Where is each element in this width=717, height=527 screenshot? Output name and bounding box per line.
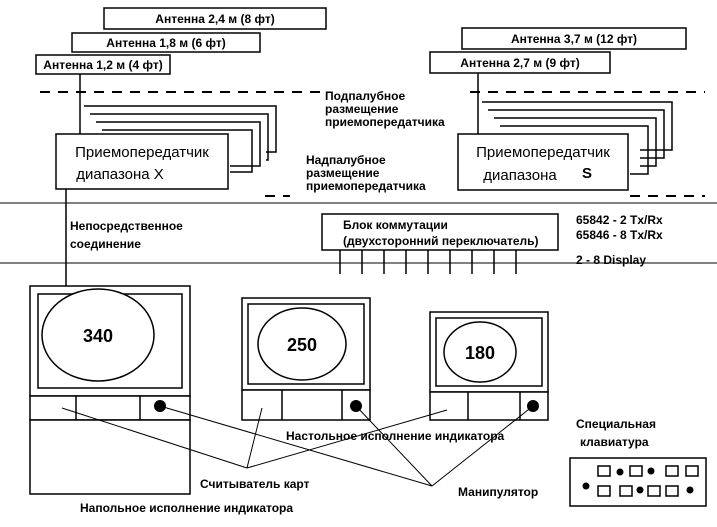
display-340-screen — [41, 288, 155, 382]
antenna-box-1-2m — [35, 54, 171, 75]
svg-text:размещение: размещение — [325, 102, 399, 116]
direct-connection-label-1: Непосредственное — [70, 219, 183, 233]
antennas-s-group: Антенна 3,7 м (12 фт) Антенна 2,7 м (9 ф… — [429, 27, 687, 134]
dashed-lines — [40, 91, 705, 197]
keyboard-frame — [569, 457, 707, 507]
switch-spec-2: 65846 - 8 Tx/Rx — [576, 228, 663, 242]
display-180-screen — [443, 321, 517, 383]
transceiver-s-letter: S — [582, 165, 592, 182]
transceiver-x-box — [55, 133, 229, 190]
special-keyboard-label-1: Специальная — [576, 417, 656, 431]
antenna-label-3-7m: Антенна 3,7 м (12 фт) — [511, 32, 637, 46]
svg-text:размещение: размещение — [306, 166, 380, 180]
transceiver-s-box — [457, 133, 629, 191]
switch-spec-3: 2 - 8 Display — [576, 253, 646, 267]
switch-ports — [339, 250, 517, 274]
display-250-screen — [257, 307, 347, 381]
transceiver-s-title: Приемопередатчик — [476, 144, 610, 161]
antenna-box-1-8m — [71, 32, 261, 53]
leader-lines — [61, 405, 534, 487]
direct-connection-label-2: соединение — [70, 237, 141, 251]
antenna-label-1-2m: Антенна 1,2 м (4 фт) — [43, 58, 162, 72]
antennas-x-group: Антенна 2,4 м (8 фт) Антенна 1,8 м (6 фт… — [35, 7, 327, 134]
transceiver-s-band: диапазона — [483, 167, 557, 184]
antenna-label-2-4m: Антенна 2,4 м (8 фт) — [155, 12, 274, 26]
manipulator-label: Манипулятор — [458, 485, 538, 499]
display-340-size: 340 — [83, 326, 113, 346]
svg-text:приемопередатчика: приемопередатчика — [306, 179, 426, 193]
display-340: 340 — [29, 285, 191, 495]
transceiver-x-title: Приемопередатчик — [75, 144, 209, 161]
tabletop-label: Настольное исполнение индикатора — [286, 429, 505, 443]
switch-unit-box — [321, 213, 559, 251]
antenna-label-1-8m: Антенна 1,8 м (6 фт) — [106, 36, 225, 50]
svg-text:Надпалубное: Надпалубное — [306, 153, 386, 167]
cable-lines-x — [84, 105, 277, 173]
transceiver-x-band: диапазона X — [76, 166, 164, 183]
switch-spec-1: 65842 - 2 Tx/Rx — [576, 213, 663, 227]
deck-lines — [0, 202, 717, 264]
below-deck-label: Подпалубное размещение приемопередатчика — [325, 89, 445, 129]
special-keyboard-label-2: клавиатура — [580, 435, 649, 449]
special-keyboard — [569, 457, 707, 507]
floor-console-label: Напольное исполнение индикатора — [80, 501, 293, 515]
antenna-box-2-7m — [429, 51, 611, 74]
display-180: 180 — [429, 311, 549, 421]
above-deck-label: Надпалубное размещение приемопередатчика — [306, 153, 426, 193]
cable-lines-s — [482, 101, 673, 175]
antenna-box-3-7m — [461, 27, 687, 50]
card-reader-label: Считыватель карт — [200, 477, 310, 491]
switch-unit-title: Блок коммутации — [343, 218, 448, 232]
svg-text:приемопередатчика: приемопередатчика — [325, 115, 445, 129]
svg-text:Подпалубное: Подпалубное — [325, 89, 405, 103]
switch-unit-subtitle: (двухсторонний переключатель) — [343, 234, 539, 248]
display-180-size: 180 — [465, 343, 495, 363]
antenna-box-2-4m — [103, 7, 327, 30]
display-250: 250 — [241, 297, 371, 421]
display-250-size: 250 — [287, 335, 317, 355]
display-340-cabinet — [29, 419, 191, 495]
antenna-label-2-7m: Антенна 2,7 м (9 фт) — [460, 56, 579, 70]
